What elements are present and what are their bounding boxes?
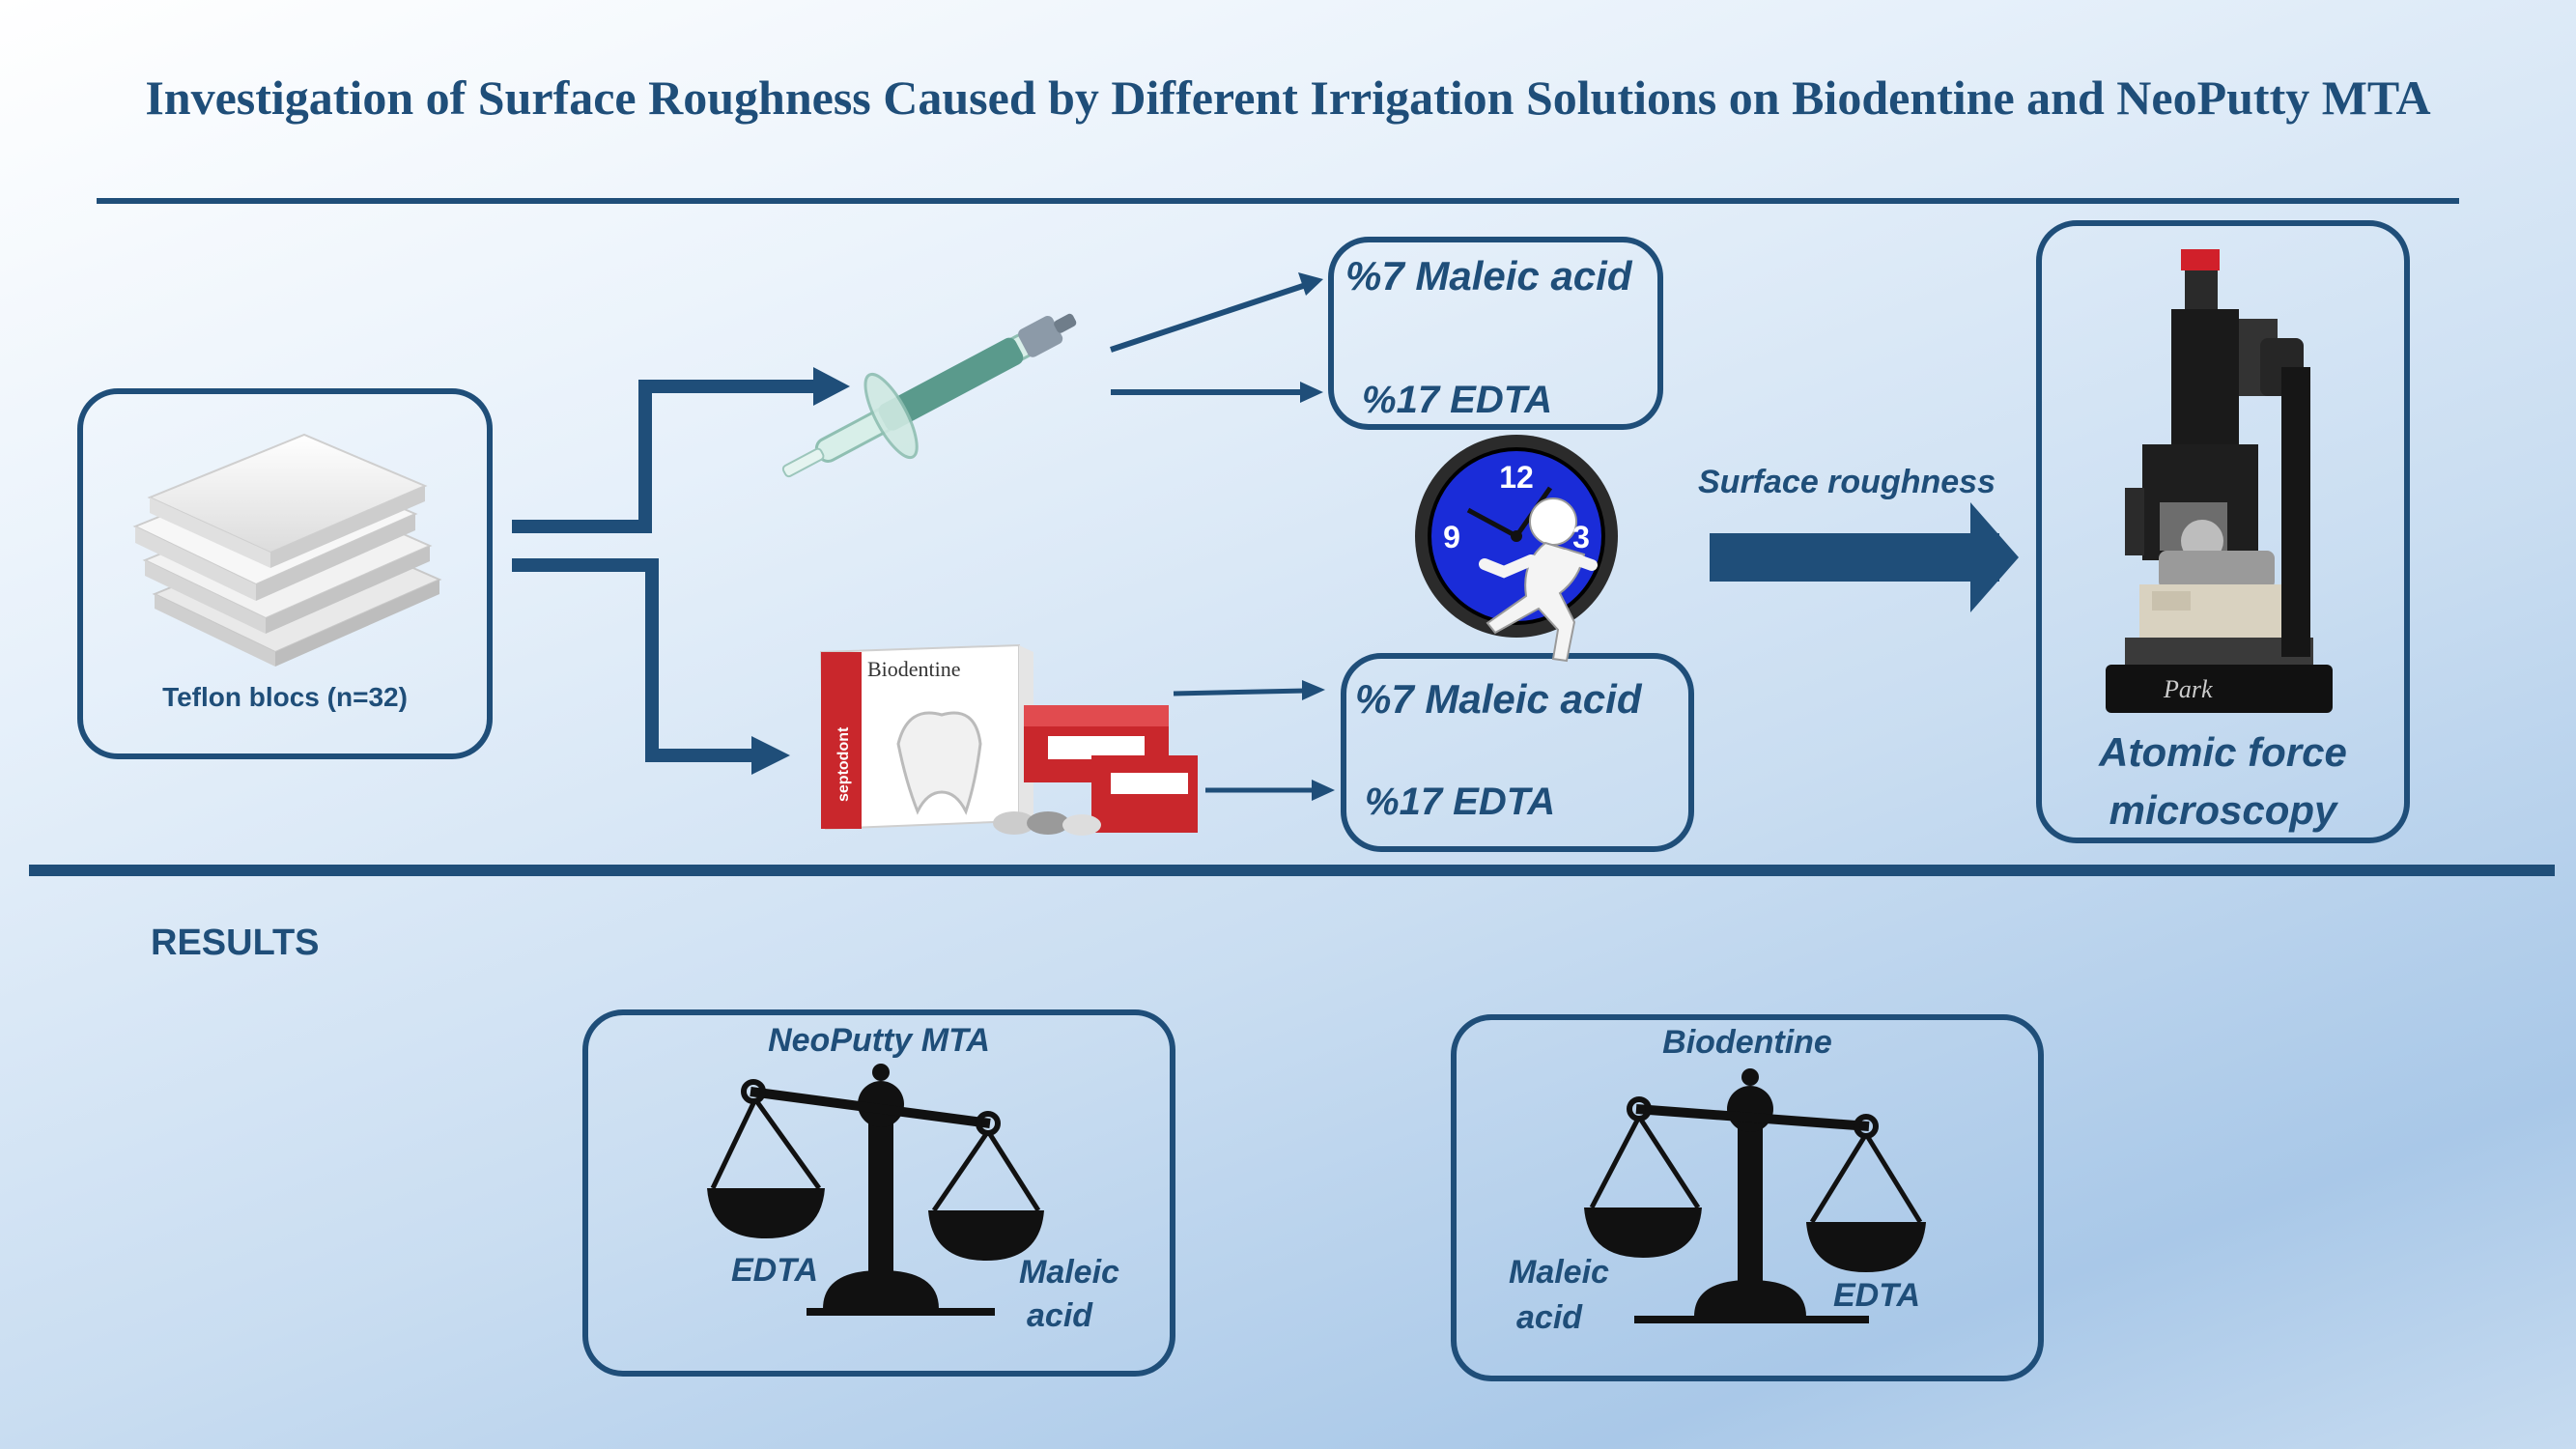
biodentine-maleic-label-2: acid [1516, 1299, 1583, 1336]
biodentine-title: Biodentine [1662, 1024, 1832, 1061]
clock-number-9: 9 [1443, 520, 1460, 554]
syringe-image [781, 313, 1077, 478]
top-solutions-box [1328, 237, 1663, 430]
afm-label-line-1: Atomic force [2099, 729, 2347, 775]
top-divider [97, 198, 2459, 204]
branch-arrows [512, 367, 850, 775]
afm-box [2036, 220, 2410, 843]
top-edta-label: %17 EDTA [1362, 379, 1553, 421]
top-solution-arrows [1110, 272, 1323, 403]
neoputty-edta-label: EDTA [731, 1252, 819, 1289]
bottom-solution-arrows [1173, 680, 1335, 801]
bottom-maleic-acid-label: %7 Maleic acid [1355, 676, 1642, 722]
clock-number-3: 3 [1572, 520, 1590, 554]
afm-label-line-2: microscopy [2109, 787, 2337, 833]
afm-microscope-image [2106, 249, 2333, 713]
results-heading: RESULTS [151, 923, 320, 963]
biodentine-package-image [819, 643, 1198, 836]
page-title: Investigation of Surface Roughness Cause… [145, 71, 2431, 125]
biodentine-edta-label: EDTA [1833, 1277, 1921, 1314]
result-biodentine-box [1451, 1014, 2044, 1381]
neoputty-maleic-label-1: Maleic [1019, 1254, 1119, 1291]
teflon-label: Teflon blocs (n=32) [162, 682, 408, 712]
septodont-label: septodont [835, 726, 852, 802]
middle-divider [29, 865, 2555, 876]
biodentine-maleic-label-1: Maleic [1509, 1254, 1609, 1291]
teflon-box [77, 388, 493, 759]
result-neoputty-box [582, 1009, 1175, 1377]
bottom-edta-label: %17 EDTA [1365, 781, 1556, 823]
biodentine-package-label: Biodentine [867, 657, 961, 681]
neoputty-title: NeoPutty MTA [768, 1022, 990, 1059]
clock-icon [1415, 435, 1618, 663]
teflon-blocks-image [132, 433, 442, 667]
bottom-solutions-box [1341, 653, 1694, 852]
top-maleic-acid-label: %7 Maleic acid [1345, 253, 1632, 298]
park-brand-label: Park [2163, 675, 2213, 703]
neoputty-maleic-label-2: acid [1027, 1297, 1093, 1334]
surface-roughness-label: Surface roughness [1698, 464, 1996, 500]
balance-scale-neoputty-icon [707, 1064, 1044, 1316]
balance-scale-biodentine-icon [1584, 1068, 1926, 1323]
clock-number-12: 12 [1499, 460, 1534, 495]
surface-roughness-arrow [1710, 502, 2019, 612]
